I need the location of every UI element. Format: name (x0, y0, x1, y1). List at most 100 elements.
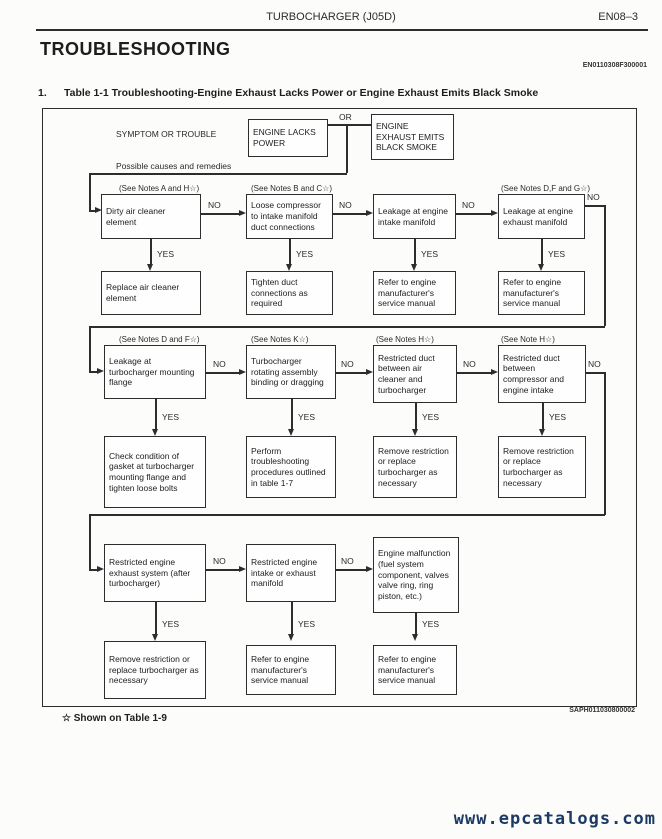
arrow-right-icon (366, 210, 373, 216)
cause-box: Restricted engine exhaust system (after … (104, 544, 206, 602)
connector-line (457, 372, 491, 374)
cause-box: Restricted duct between air cleaner and … (373, 345, 457, 403)
connector-line (585, 205, 604, 207)
remedy-box: Replace air cleaner element (101, 271, 201, 315)
cause-box: Leakage at engine exhaust manifold (498, 194, 585, 239)
document-code: EN0110308F300001 (582, 62, 647, 69)
connector-line (89, 514, 91, 570)
connector-line (415, 403, 417, 429)
connector-line (89, 569, 97, 571)
cause-box: Loose compressor to intake manifold duct… (246, 194, 333, 239)
arrow-down-icon (288, 634, 294, 641)
arrow-right-icon (239, 210, 246, 216)
note-label: (See Notes K☆) (251, 335, 309, 344)
note-label: (See Notes B and C☆) (251, 184, 332, 193)
no-label: NO (341, 556, 354, 566)
note-label: (See Notes H☆) (376, 335, 434, 344)
connector-line (206, 569, 239, 571)
no-label: NO (463, 359, 476, 369)
arrow-down-icon (538, 264, 544, 271)
no-label: NO (213, 556, 226, 566)
arrow-right-icon (491, 369, 498, 375)
section-number: 1. (38, 87, 47, 99)
connector-line (201, 213, 239, 215)
connector-line (604, 205, 606, 326)
document-title: TROUBLESHOOTING (40, 39, 231, 59)
arrow-down-icon (152, 429, 158, 436)
arrow-right-icon (239, 566, 246, 572)
connector-line (414, 239, 416, 264)
page-number: EN08–3 (598, 11, 638, 23)
cause-box: Dirty air cleaner element (101, 194, 201, 239)
arrow-down-icon (286, 264, 292, 271)
flowchart-frame: SYMPTOM OR TROUBLE ENGINE LACKS POWER OR… (42, 108, 637, 707)
connector-line (604, 372, 606, 515)
note-label: (See Note H☆) (501, 335, 555, 344)
no-label: NO (208, 200, 221, 210)
connector-line (336, 569, 366, 571)
connector-line (415, 613, 417, 634)
note-label: (See Notes D and F☆) (119, 335, 200, 344)
no-label: NO (339, 200, 352, 210)
header-rule (36, 29, 648, 31)
connector-line (89, 210, 96, 212)
arrow-down-icon (412, 634, 418, 641)
no-label: NO (587, 192, 600, 202)
remedy-box: Perform troubleshooting procedures outli… (246, 436, 336, 498)
connector-line (333, 213, 366, 215)
connector-line (541, 239, 543, 264)
connector-line (289, 239, 291, 264)
symptom-label: SYMPTOM OR TROUBLE (116, 129, 217, 139)
arrow-down-icon (288, 429, 294, 436)
arrow-right-icon (95, 207, 102, 213)
connector-line (89, 173, 91, 211)
note-label: (See Notes A and H☆) (119, 184, 200, 193)
yes-label: YES (548, 249, 566, 259)
cause-box: Turbocharger rotating assembly binding o… (246, 345, 336, 399)
connector-line (155, 602, 157, 634)
connector-line (328, 124, 371, 126)
yes-label: YES (162, 412, 180, 422)
yes-label: YES (298, 412, 316, 422)
connector-line (89, 371, 97, 373)
yes-label: YES (296, 249, 314, 259)
section-title: Table 1-1 Troubleshooting-Engine Exhaust… (64, 87, 539, 99)
connector-line (586, 372, 604, 374)
connector-line (89, 326, 605, 328)
remedy-box: Remove restriction or replace turbocharg… (498, 436, 586, 498)
causes-label: Possible causes and remedies (116, 161, 232, 171)
yes-label: YES (157, 249, 175, 259)
arrow-right-icon (97, 566, 104, 572)
remedy-box: Refer to engine manufacturer's service m… (498, 271, 585, 315)
figure-code: SAPH011030800002 (569, 707, 635, 714)
arrow-down-icon (539, 429, 545, 436)
remedy-box: Refer to engine manufacturer's service m… (373, 271, 456, 315)
remedy-box: Remove restriction or replace turbocharg… (373, 436, 457, 498)
note-label: (See Notes D,F and G☆) (501, 184, 590, 193)
connector-line (89, 514, 605, 516)
cause-box: Restricted duct between compressor and e… (498, 345, 586, 403)
footnote-legend: ☆ Shown on Table 1-9 (62, 713, 167, 724)
remedy-box: Remove restriction or replace turbocharg… (104, 641, 206, 699)
remedy-box: Refer to engine manufacturer's service m… (373, 645, 457, 695)
connector-line (206, 372, 239, 374)
yes-label: YES (549, 412, 567, 422)
arrow-down-icon (411, 264, 417, 271)
yes-label: YES (162, 619, 180, 629)
watermark-url: www.epcatalogs.com (453, 809, 656, 829)
no-label: NO (462, 200, 475, 210)
cause-box: Engine malfunction (fuel system componen… (373, 537, 459, 613)
cause-box: Restricted engine intake or exhaust mani… (246, 544, 336, 602)
yes-label: YES (422, 619, 440, 629)
remedy-box: Check condition of gasket at turbocharge… (104, 436, 206, 508)
page-header-title: TURBOCHARGER (J05D) (266, 11, 396, 23)
arrow-right-icon (97, 368, 104, 374)
cause-box: Leakage at turbocharger mounting flange (104, 345, 206, 399)
no-label: NO (213, 359, 226, 369)
arrow-right-icon (366, 566, 373, 572)
yes-label: YES (422, 412, 440, 422)
no-label: NO (588, 359, 601, 369)
connector-line (456, 213, 491, 215)
arrow-right-icon (491, 210, 498, 216)
cause-box: Leakage at engine intake manifold (373, 194, 456, 239)
